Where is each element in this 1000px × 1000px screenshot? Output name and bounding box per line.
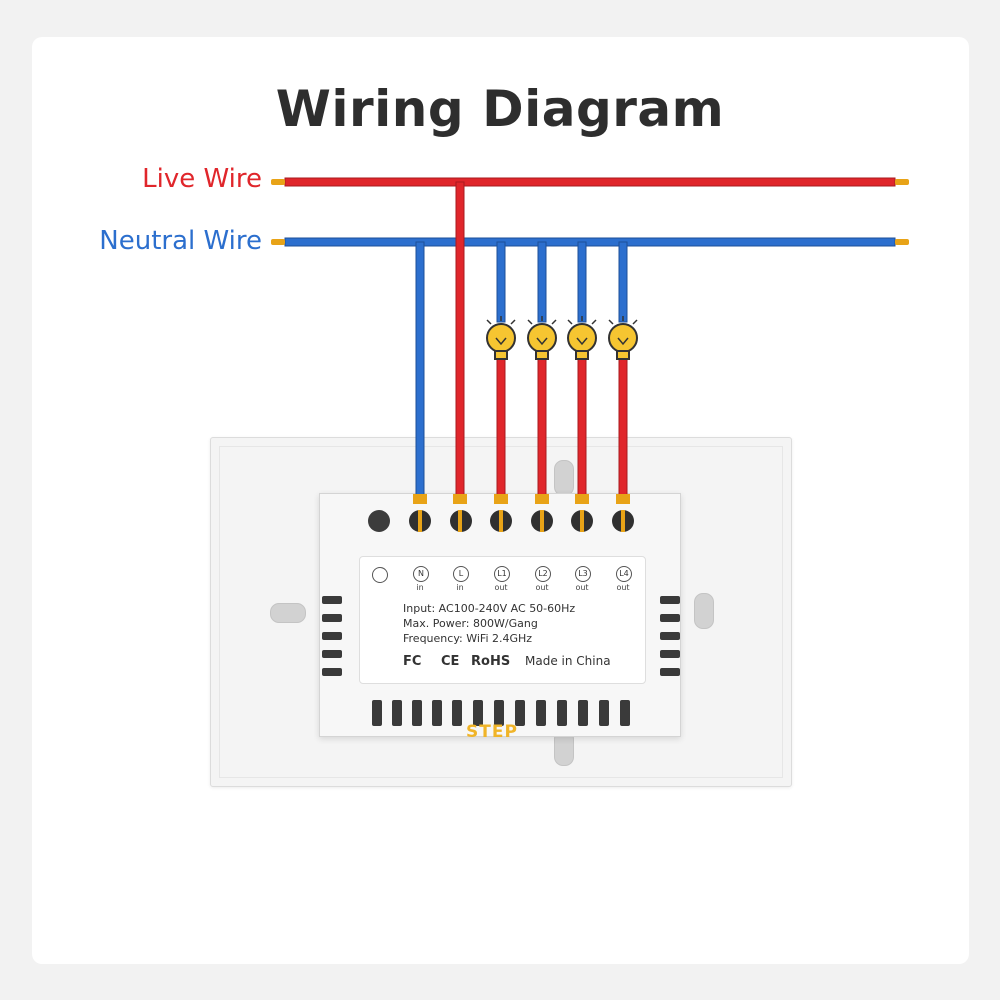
mount-slot-right (694, 593, 714, 629)
wire-tip (271, 239, 285, 245)
neutral-wire-to-bulb-2 (537, 241, 547, 323)
vent (432, 700, 442, 726)
terminal-screws (413, 494, 630, 532)
spec-power: Max. Power: 800W/Gang (403, 617, 538, 630)
terminal-label-l1: L1 (494, 566, 510, 582)
live-wire-label: Live Wire (142, 164, 262, 194)
neutral-wire-to-n (415, 241, 425, 501)
light-bulb-icon (527, 316, 557, 360)
output-wire-l1 (496, 357, 506, 501)
neutral-wire (284, 237, 896, 247)
neutral-wire-to-bulb-4 (618, 241, 628, 323)
terminal-sub-l1: out (494, 583, 508, 592)
spec-frequency: Frequency: WiFi 2.4GHz (403, 632, 533, 645)
brand-logo: STEP (466, 722, 518, 742)
output-wire-l3 (577, 357, 587, 501)
terminal-sub-l4: out (616, 583, 630, 592)
live-wire-to-l (455, 181, 465, 501)
vent (322, 668, 342, 676)
vent (536, 700, 546, 726)
page-title: Wiring Diagram (275, 80, 725, 138)
fcc-logo: FC (403, 654, 422, 669)
terminal-sub-l3: out (575, 583, 589, 592)
terminal-label-l3: L3 (575, 566, 591, 582)
terminal-sub-l: in (456, 583, 464, 592)
light-bulb-icon (567, 316, 597, 360)
wire-tip (271, 179, 285, 185)
output-wire-l4 (618, 357, 628, 501)
vent (660, 614, 680, 622)
spec-input: Input: AC100-240V AC 50-60Hz (403, 602, 576, 615)
vent (392, 700, 402, 726)
rohs-logo: RoHS (471, 654, 511, 669)
terminal-label-l2: L2 (535, 566, 551, 582)
terminal-label-n: N (413, 566, 429, 582)
vent (372, 700, 382, 726)
output-wire-l2 (537, 357, 547, 501)
vent (660, 650, 680, 658)
vent (322, 632, 342, 640)
terminal-label-l: L (453, 566, 469, 582)
reset-button-icon (372, 567, 388, 583)
vent (322, 614, 342, 622)
vent (473, 700, 483, 726)
vent (660, 632, 680, 640)
vent (660, 596, 680, 604)
vent (515, 700, 525, 726)
vent (322, 650, 342, 658)
terminal-sub-l2: out (535, 583, 549, 592)
vent (620, 700, 630, 726)
mount-slot-left (270, 603, 306, 623)
terminal-hole-blank (368, 510, 390, 532)
ce-logo: CE (441, 654, 460, 669)
vent (660, 668, 680, 676)
vent (412, 700, 422, 726)
vent (557, 700, 567, 726)
neutral-wire-to-bulb-3 (577, 241, 587, 323)
neutral-wire-to-bulb-1 (496, 241, 506, 323)
vent (578, 700, 588, 726)
neutral-wire-label: Neutral Wire (99, 226, 262, 256)
vent (494, 700, 504, 726)
live-wire (284, 177, 896, 187)
vent (599, 700, 609, 726)
wire-tip (895, 179, 909, 185)
vent (322, 596, 342, 604)
terminal-label-l4: L4 (616, 566, 632, 582)
vent (452, 700, 462, 726)
light-bulb-icon (486, 316, 516, 360)
light-bulb-icon (608, 316, 638, 360)
made-in-label: Made in China (525, 654, 611, 668)
terminal-sub-n: in (416, 583, 424, 592)
wire-tip (895, 239, 909, 245)
